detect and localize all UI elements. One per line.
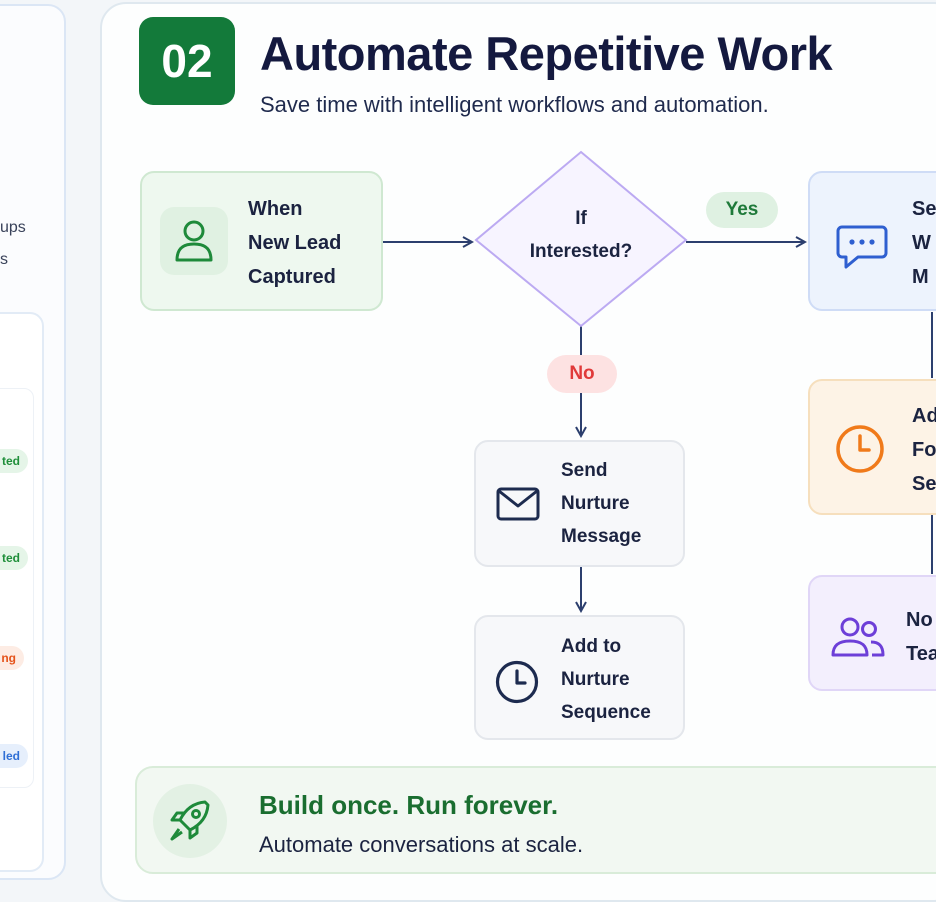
status-badge: ted xyxy=(0,546,28,570)
decision-line: Interested? xyxy=(529,241,633,262)
section-number-badge: 02 xyxy=(139,17,235,105)
footer-subtext: Automate conversations at scale. xyxy=(259,832,584,857)
sidebar-list xyxy=(0,388,34,788)
trigger-line: New Lead xyxy=(248,232,342,254)
section-title: Automate Repetitive Work xyxy=(260,27,833,80)
decision-diamond xyxy=(474,150,688,328)
user-icon xyxy=(160,207,228,275)
mail-icon xyxy=(496,486,540,527)
trigger-line: When xyxy=(248,198,303,220)
notify-line: Tea xyxy=(906,643,936,665)
nurture-sequence-line: Nurture xyxy=(561,669,630,690)
status-badge: ng xyxy=(0,646,24,670)
section-subtitle: Save time with intelligent workflows and… xyxy=(260,92,769,117)
notify-line: No xyxy=(906,609,933,631)
send-message-node[interactable]: Se W M xyxy=(808,171,936,311)
send-nurture-message-label: Send Nurture Message xyxy=(561,454,641,553)
notify-team-node[interactable]: No Tea xyxy=(808,575,936,691)
followup-line: Fo xyxy=(912,439,936,461)
rocket-icon xyxy=(153,784,227,858)
nurture-message-line: Nurture xyxy=(561,493,630,514)
send-message-label: Se W M xyxy=(912,192,936,294)
nurture-message-line: Message xyxy=(561,526,642,547)
nurture-sequence-line: Add to xyxy=(561,636,622,657)
decision-label: If Interested? xyxy=(500,202,662,268)
notify-label: No Tea xyxy=(906,603,936,671)
status-badge: led xyxy=(0,744,28,768)
send-message-line: W xyxy=(912,232,931,254)
team-icon xyxy=(830,615,886,664)
trigger-node[interactable]: When New Lead Captured xyxy=(140,171,383,311)
clock-icon xyxy=(834,423,886,480)
sidebar-text-fragment: ups xyxy=(0,219,26,236)
yes-branch-label: Yes xyxy=(706,192,778,228)
add-nurture-sequence-node[interactable]: Add to Nurture Sequence xyxy=(474,615,685,740)
followup-label: Ad Fo Se xyxy=(912,399,936,501)
decision-line: If xyxy=(575,208,587,229)
nurture-message-line: Send xyxy=(561,460,608,481)
add-nurture-sequence-label: Add to Nurture Sequence xyxy=(561,630,651,729)
footer-banner: Build once. Run forever. Automate conver… xyxy=(135,766,936,874)
followup-line: Ad xyxy=(912,405,936,427)
followup-node[interactable]: Ad Fo Se xyxy=(808,379,936,515)
followup-line: Se xyxy=(912,473,936,495)
status-badge: ted xyxy=(0,449,28,473)
send-message-line: Se xyxy=(912,198,936,220)
sidebar-card xyxy=(0,312,44,872)
send-message-line: M xyxy=(912,266,929,288)
nurture-sequence-line: Sequence xyxy=(561,702,651,723)
clock-icon xyxy=(494,659,540,710)
chat-bubble-icon xyxy=(836,223,890,276)
no-branch-label: No xyxy=(547,355,617,393)
trigger-line: Captured xyxy=(248,266,336,288)
trigger-label: When New Lead Captured xyxy=(248,192,341,294)
send-nurture-message-node[interactable]: Send Nurture Message xyxy=(474,440,685,567)
sidebar-text-fragment: s xyxy=(0,251,8,268)
footer-headline: Build once. Run forever. xyxy=(259,790,559,820)
